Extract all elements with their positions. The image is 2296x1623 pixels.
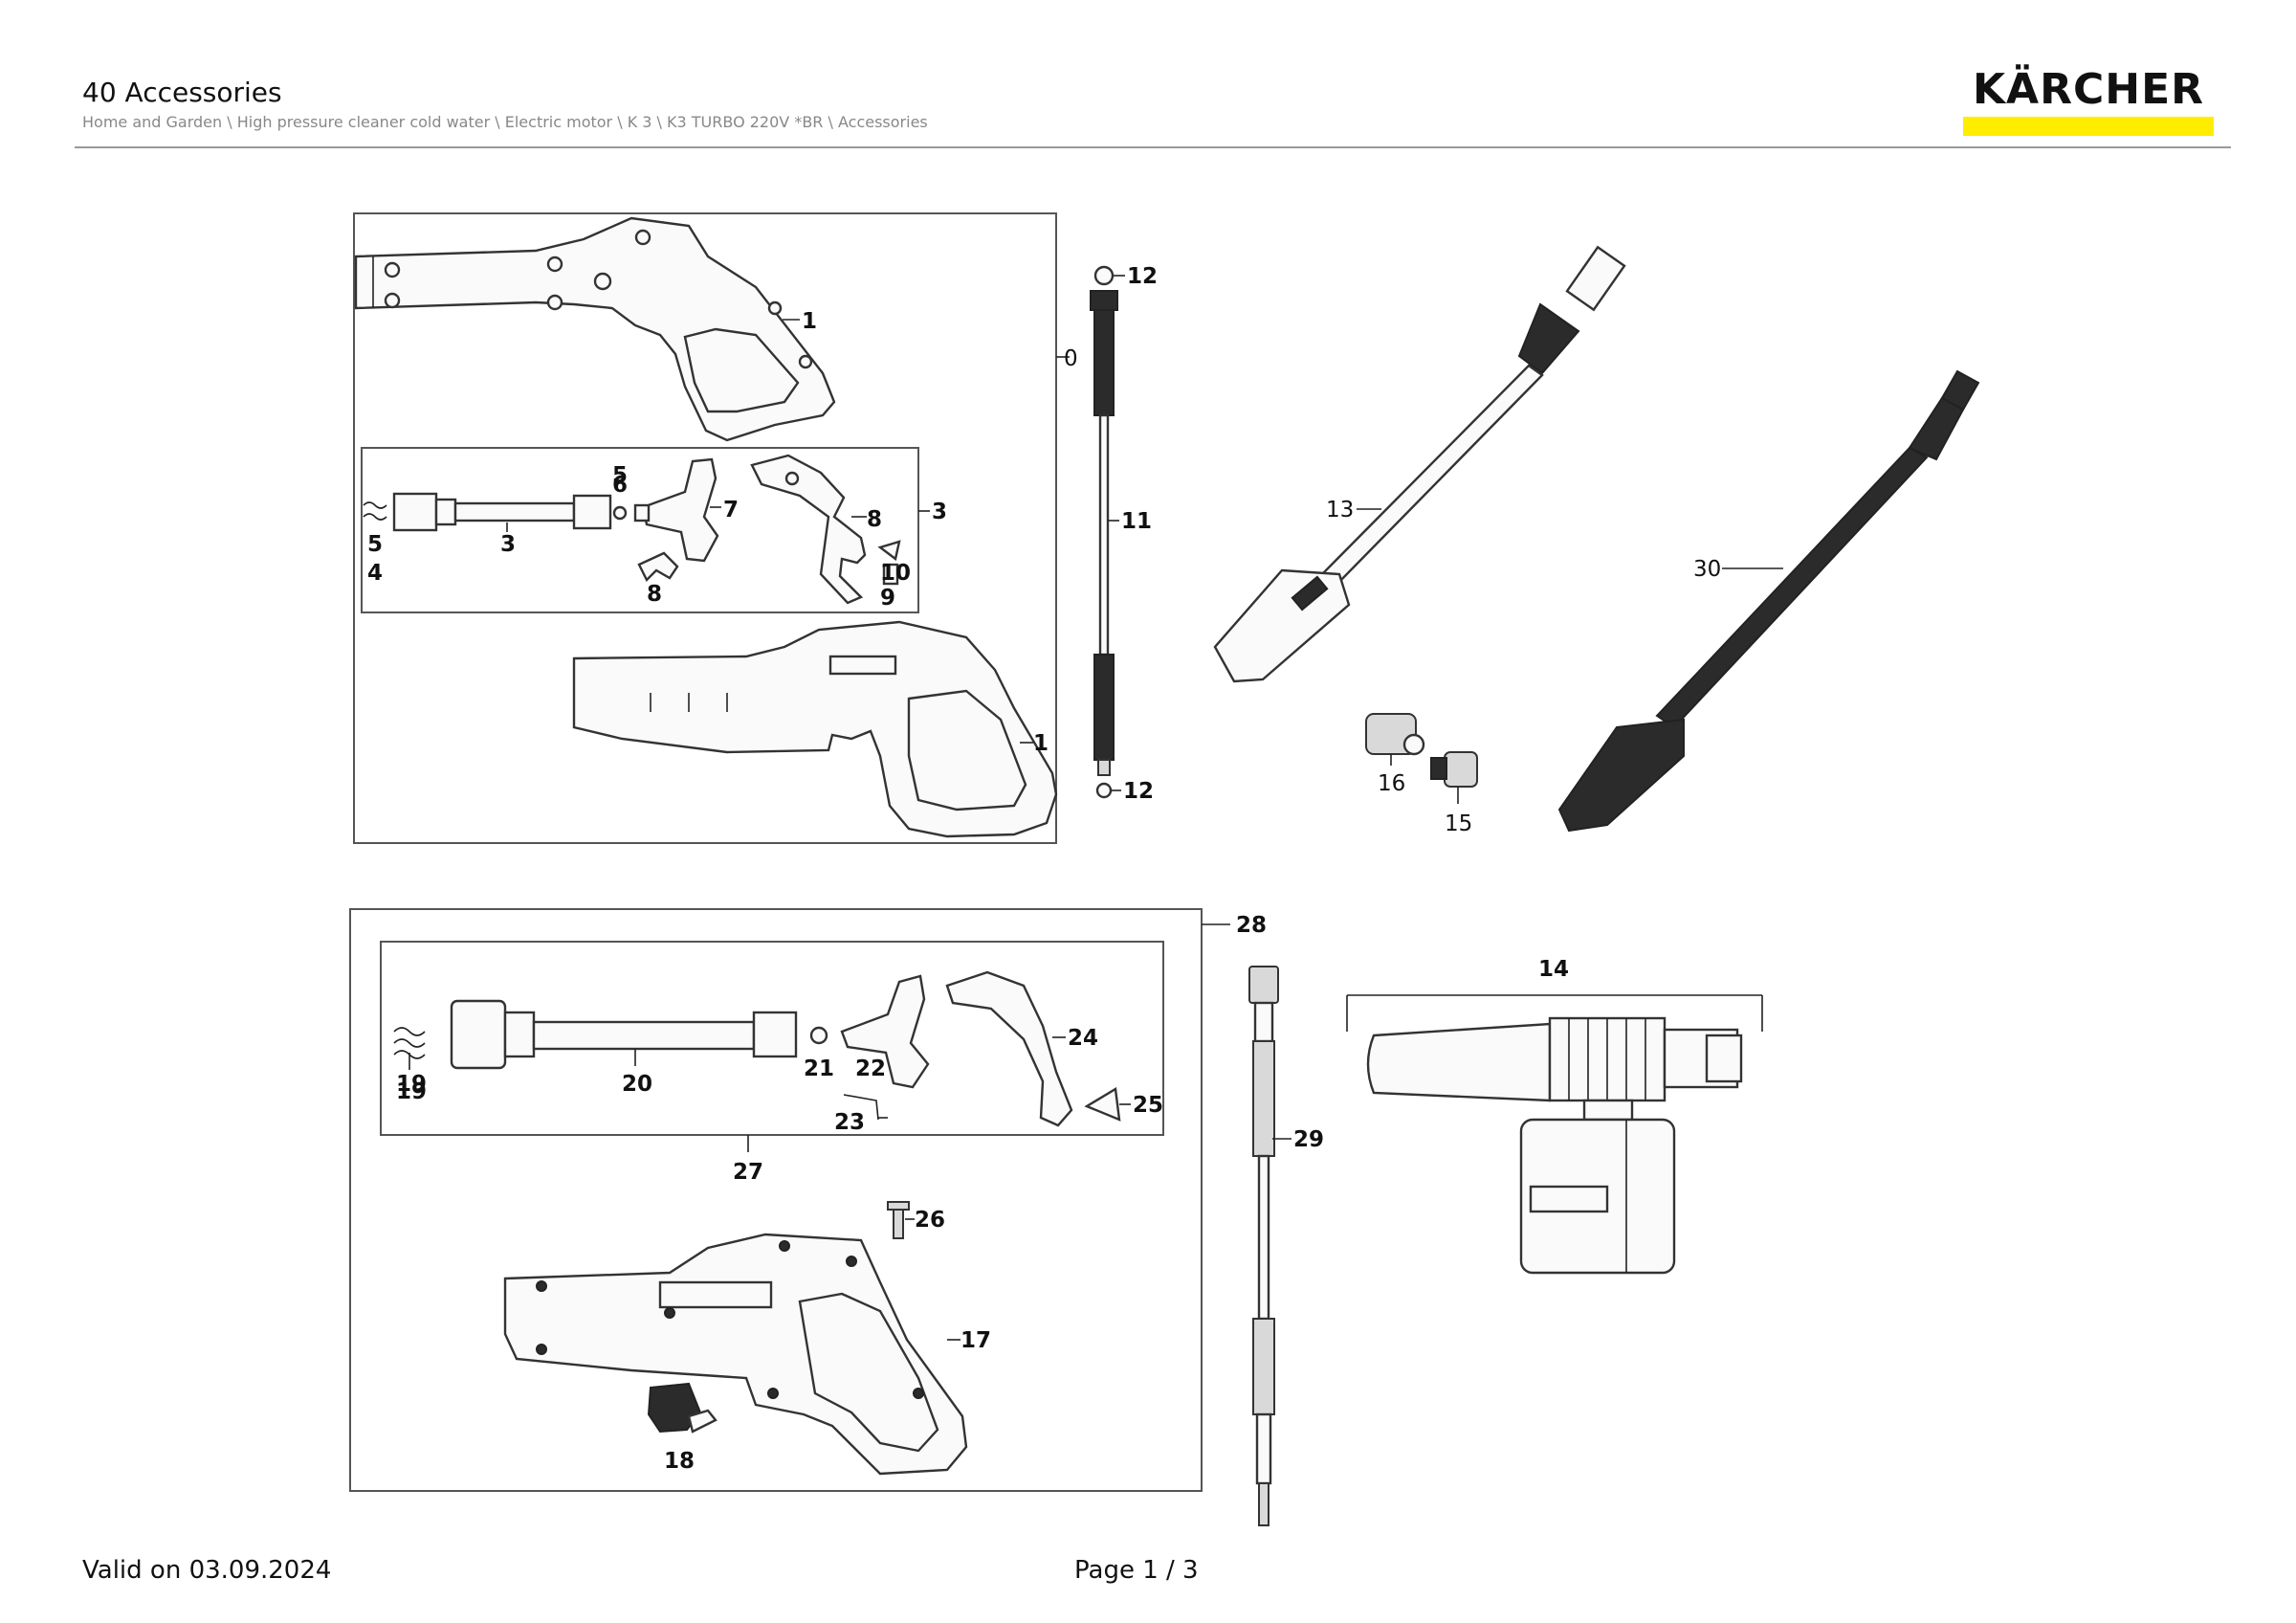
callout-30: 30 [1693,557,1721,582]
cap-25 [1084,1087,1121,1122]
trigger-valve-6 [633,457,719,563]
callout-20: 20 [622,1072,652,1097]
footer-valid-date: Valid on 03.09.2024 [82,1556,332,1585]
callout-25: 25 [1133,1093,1163,1118]
callout-21: 21 [804,1056,834,1081]
callout-15: 15 [1445,812,1472,836]
nozzle-15 [1430,751,1478,788]
callout-6: 7 [723,498,739,522]
foam-nozzle-14 [1366,1016,1743,1275]
callout-19a: 19 [396,1072,427,1097]
gun-17 [503,1233,968,1476]
callout-27: 27 [733,1160,763,1185]
screw-26 [887,1201,910,1239]
callout-24: 24 [1068,1026,1098,1051]
adapter-16 [1365,713,1425,756]
gun-handle-half-top [354,216,836,442]
callout-28: 28 [1236,913,1267,938]
brand-logo: KÄRCHER [1963,67,2214,138]
callout-23: 23 [834,1110,865,1135]
callout-10: 11 [1121,509,1152,534]
cap-9 [877,540,901,562]
footer-page-number: Page 1 / 3 [1074,1556,1199,1585]
trigger-lever-24 [945,970,1073,1127]
group-box-gun [353,212,1057,844]
o-ring-5 [612,505,628,521]
logo-yellow-bar [1963,117,2214,136]
callout-1a: 1 [802,309,817,334]
header-divider [75,146,2231,148]
callout-8a: 8 [867,507,882,532]
dirt-blaster-lance-30 [1557,369,1980,833]
group-box-trigger-kit [361,447,919,613]
callout-3a: 3 [500,532,516,557]
callout-19b: 19 [396,1079,427,1104]
callout-14: 14 [1538,957,1569,982]
callout-22: 22 [855,1056,886,1081]
callout-2: 3 [932,500,947,524]
callout-13: 13 [1326,498,1354,522]
vario-lance-13 [1213,245,1626,683]
callout-29: 29 [1293,1127,1324,1152]
callout-1b: 1 [1033,731,1049,756]
callout-7: 8 [647,582,662,607]
pin-9 [882,563,899,586]
callout-8b: 9 [880,586,895,611]
clip-18 [647,1382,718,1434]
lance-10 [1090,265,1118,799]
breadcrumb: Home and Garden \ High pressure cleaner … [82,113,928,131]
callout-26: 26 [915,1208,945,1233]
valve-tube-3 [363,492,612,532]
callout-0: 0 [1064,346,1078,371]
callout-3b: 4 [367,561,383,586]
group-box-gun-g180 [349,908,1203,1492]
callout-18: 18 [664,1449,695,1474]
callout-11: 12 [1123,779,1154,804]
callout-5a: 5 [612,463,628,488]
trigger-lever-8 [750,454,867,605]
trigger-valve-22 [840,974,930,1089]
group-box-trigger-kit-27 [380,941,1164,1136]
callout-12: 12 [1127,264,1158,289]
valve-tube-20 [450,999,798,1070]
page-title: 40 Accessories [82,77,282,108]
callout-5b: 6 [612,473,628,498]
callout-9: 10 [880,561,911,586]
callout-16: 16 [1378,771,1405,796]
clip-23 [843,1094,879,1121]
logo-text: KÄRCHER [1972,65,2205,114]
callout-4: 5 [367,532,383,557]
gun-handle-half-bottom [572,620,1058,838]
lance-29 [1248,966,1279,1526]
callout-17: 17 [960,1328,991,1353]
clip-7 [637,551,679,583]
o-ring-21 [809,1026,828,1045]
